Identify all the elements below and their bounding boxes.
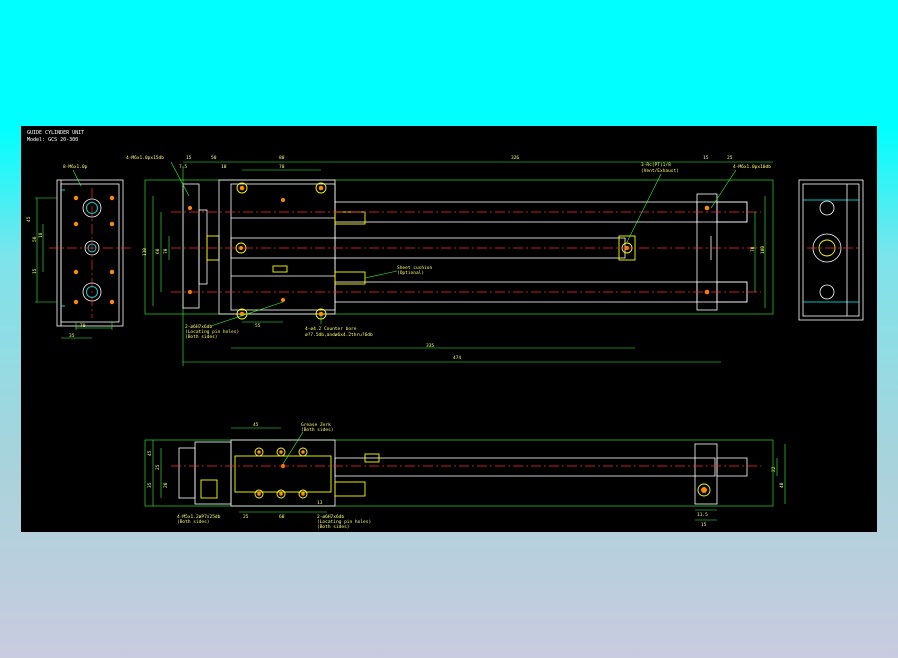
- dim-326: 326: [511, 155, 519, 161]
- left-end-view: 45 50 18 15 70 35 8-M6x1.0p: [26, 164, 131, 339]
- dim-bottom-70: 70: [80, 323, 86, 329]
- dim-side-40: 40: [779, 482, 785, 488]
- dim-side-15: 15: [701, 522, 707, 528]
- note-grease-sides: (Both sides): [301, 427, 334, 433]
- note-optional: (Optional): [397, 270, 424, 276]
- dim-side-60: 60: [279, 514, 285, 520]
- note-locating-pin: (Locating pin holes): [185, 329, 239, 335]
- note-4-m5: 4-M5x1.2øP7x25db: [177, 514, 221, 520]
- note-vent-exhaust: (Vent/Exhaust): [641, 168, 679, 174]
- dim-left-18: 18: [38, 232, 44, 238]
- dim-25-right: 25: [727, 155, 733, 161]
- note-counter-bore: 4-ø4.2 Counter bore: [305, 326, 357, 332]
- dim-v-60: 60: [155, 248, 161, 254]
- note-4-m5-sides: (Both sides): [177, 519, 210, 525]
- side-view: 45 25 35 20 45 25 60 13 Grease Zerk (Bot…: [144, 422, 786, 530]
- dim-side-45-top: 45: [253, 422, 259, 428]
- dim-4-m6-top: 4-M6x1.0px15db: [126, 155, 164, 161]
- dim-v-right-70: 70: [750, 246, 756, 252]
- dim-left-50: 50: [32, 236, 38, 242]
- dim-474: 474: [453, 355, 461, 361]
- note-both-sides-side: (Both sides): [317, 524, 350, 530]
- drawing-model: Model: GCS 20-300: [27, 137, 78, 143]
- dim-side-22: 22: [771, 466, 777, 472]
- dim-side-25b: 25: [243, 514, 249, 520]
- dim-side-45: 45: [147, 450, 153, 456]
- dim-side-11-5: 11.5: [697, 512, 708, 518]
- note-rc-vent: 3-Rc(PT)1/8: [641, 162, 671, 168]
- dim-80: 80: [279, 155, 285, 161]
- dim-left-15: 15: [32, 268, 38, 274]
- note-4-m6-right: 4-M6x1.0px10db: [733, 164, 771, 170]
- cad-drawing: GUIDE CYLINDER UNIT Model: GCS 20-300 45…: [26, 130, 864, 530]
- note-counter-bore-2: ø?7.5db,andø6x4.2thru?6db: [305, 332, 373, 338]
- dim-left-45: 45: [26, 216, 32, 222]
- dim-side-35: 35: [147, 482, 153, 488]
- dim-15-right: 15: [703, 155, 709, 161]
- note-2-pin-side: 2-ø6H7x6db: [317, 514, 344, 520]
- dim-50: 50: [211, 155, 217, 161]
- right-end-view: [798, 179, 864, 321]
- dim-side-13: 13: [317, 500, 323, 506]
- dim-v-70: 70: [163, 248, 169, 254]
- dim-v-right-100: 100: [760, 246, 766, 254]
- dim-335: 335: [426, 343, 434, 349]
- dim-side-25: 25: [155, 464, 161, 470]
- dim-top-8-m6: 8-M6x1.0p: [63, 164, 88, 170]
- note-2-pin: 2-ø6H7x6db: [185, 324, 212, 330]
- dim-side-20: 20: [163, 482, 169, 488]
- dim-55: 55: [255, 323, 261, 329]
- dim-v-110: 110: [142, 248, 148, 256]
- note-sheet-cushion: Sheet cushion: [397, 265, 433, 271]
- note-pin-holes-side: (Locating pin holes): [317, 519, 371, 525]
- drawing-title: GUIDE CYLINDER UNIT: [27, 130, 84, 136]
- dim-10: 10: [221, 164, 227, 170]
- dim-7-5: 7.5: [179, 164, 187, 170]
- dim-15: 15: [186, 155, 192, 161]
- note-both-sides: (Both sides): [185, 334, 218, 340]
- note-grease: Grease Zerk: [301, 422, 331, 428]
- cad-viewport[interactable]: GUIDE CYLINDER UNIT Model: GCS 20-300 45…: [21, 126, 877, 532]
- dim-bottom-35: 35: [69, 333, 75, 339]
- main-top-view: 474 335: [126, 155, 774, 366]
- dim-70: 70: [279, 164, 285, 170]
